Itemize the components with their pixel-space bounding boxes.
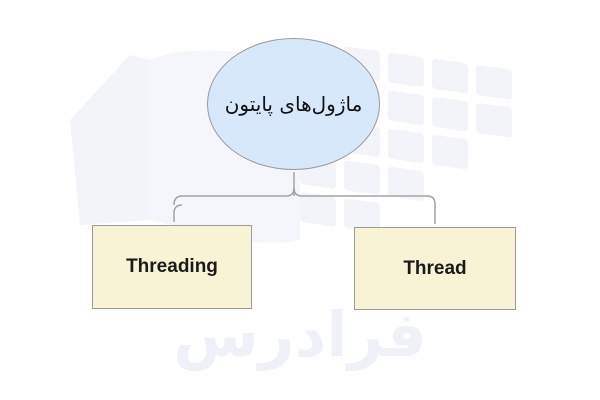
child-node-label: Threading: [126, 256, 218, 277]
root-node-label: ماژول‌های پایتون: [224, 92, 363, 116]
child-node-threading: Threading: [92, 225, 252, 309]
root-node: ماژول‌های پایتون: [207, 38, 380, 170]
connector-lines: [173, 172, 436, 224]
child-node-thread: Thread: [354, 227, 516, 310]
watermark-text: فرادرس: [173, 298, 427, 371]
child-node-label: Thread: [403, 257, 467, 279]
